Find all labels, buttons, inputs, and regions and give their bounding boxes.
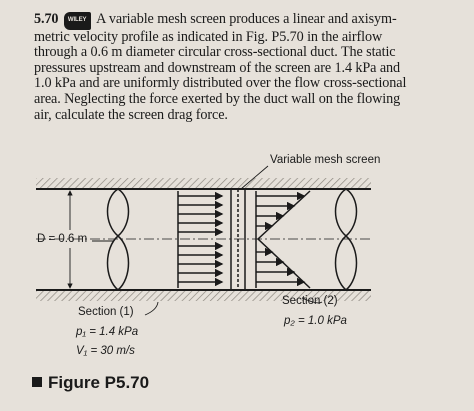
figure-caption: Figure P5.70 [32,373,149,393]
figure-p5-70: Variable mesh screen D = 0.6 m Section (… [0,150,474,411]
problem-line-2: metric velocity profile as indicated in … [34,28,383,45]
upstream-velocity-arrows [178,191,224,287]
problem-line-1: A variable mesh screen produces a linear… [96,11,397,27]
screen-label: Variable mesh screen [270,154,381,166]
duct-bottom-wall [36,289,371,301]
problem-line-3: through a 0.6 m diameter circular cross-… [34,44,396,61]
problem-line-6: area. Neglecting the force exerted by th… [34,90,401,107]
v1-label: V₁ = 30 m/s [76,345,135,357]
p1-label: p₁ = 1.4 kPa [76,326,139,338]
section2-label: Section (2) [282,295,338,307]
caption-square-icon [32,377,42,387]
downstream-velocity-arrows [256,191,306,287]
duct-top-wall [36,178,371,190]
wiley-badge-icon: WILEY [63,12,92,30]
problem-line-7: air, calculate the screen drag force. [34,106,228,123]
p2-label: p₂ = 1.0 kPa [284,315,347,327]
caption-text: Figure P5.70 [48,373,150,392]
problem-text: 5.70 WILEY A variable mesh screen produc… [34,11,464,123]
problem-line-5: 1.0 kPa and are uniformly distributed ov… [34,75,407,92]
section1-break [106,188,130,291]
section1-leader [144,301,159,316]
problem-number: 5.70 [34,11,59,27]
mesh-screen [230,189,246,290]
section1-label: Section (1) [78,306,134,318]
duct-diagram [36,165,371,316]
section2-leader [301,297,323,304]
section2-break [334,188,358,291]
screen-leader [240,165,269,190]
problem-line-4: pressures upstream and downstream of the… [34,59,400,76]
diameter-label: D = 0.6 m [37,233,88,245]
